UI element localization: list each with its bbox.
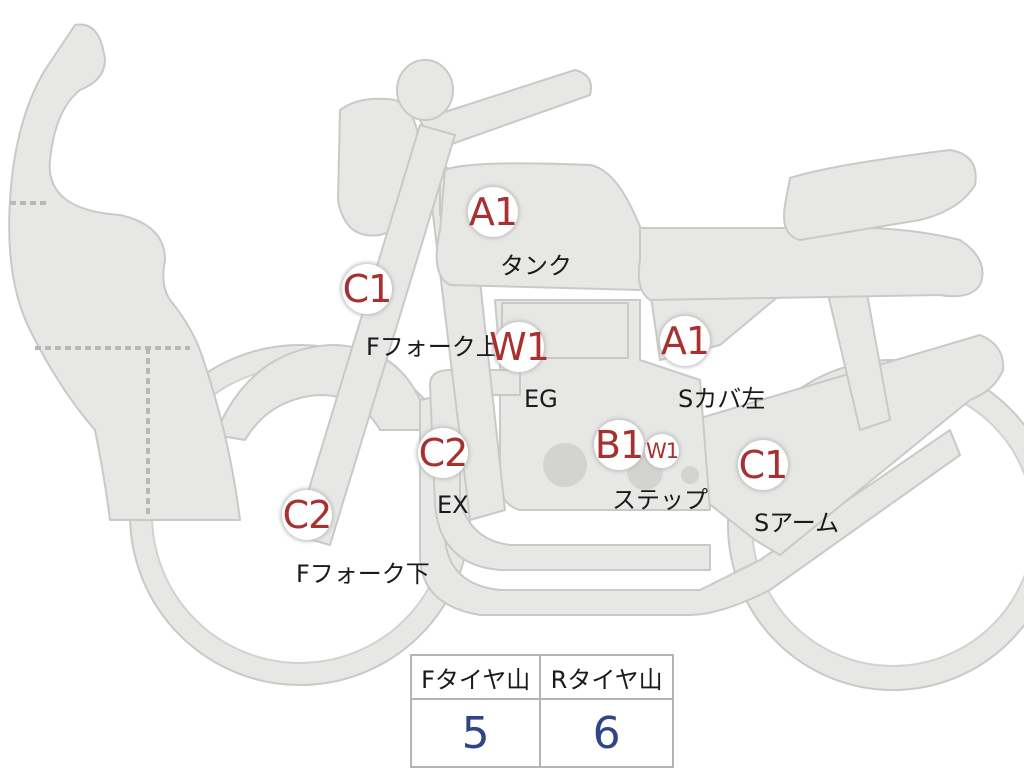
- marker-code: B1: [594, 423, 644, 467]
- part-label-exhaust: EX: [437, 491, 469, 519]
- table-header-row: Fタイヤ山 Rタイヤ山: [409, 654, 674, 700]
- front-tire-value: 5: [409, 698, 542, 768]
- part-label-swing-arm: Sアーム: [754, 509, 840, 537]
- marker-code: C2: [418, 431, 469, 475]
- marker-code: C1: [738, 443, 789, 487]
- marker-code: C2: [282, 493, 333, 537]
- damage-marker-step-secondary: W1: [645, 434, 679, 468]
- front-fork: [294, 124, 456, 546]
- mirror: [396, 59, 454, 121]
- front-tire-header: Fタイヤ山: [409, 654, 542, 700]
- rear-tire-value: 6: [539, 698, 674, 768]
- damage-marker-front-fork-lower: C2: [282, 490, 332, 540]
- marker-code: A1: [468, 190, 518, 234]
- part-label-tank: タンク: [500, 252, 572, 280]
- handlebar: [419, 69, 592, 151]
- marker-code: C1: [342, 267, 393, 311]
- marker-code: W1: [645, 439, 679, 463]
- part-label-engine: EG: [524, 385, 558, 413]
- damage-marker-exhaust: C2: [418, 428, 468, 478]
- part-label-step: ステップ: [612, 486, 708, 514]
- marker-code: W1: [489, 325, 550, 369]
- front-cowl: [8, 23, 241, 521]
- table-row: 5 6: [409, 698, 674, 768]
- marker-code: A1: [660, 319, 710, 363]
- damage-marker-front-fork-upper: C1: [342, 264, 392, 314]
- seat-base: [637, 226, 984, 301]
- damage-marker-step: B1: [594, 420, 644, 470]
- damage-marker-tank: A1: [468, 187, 518, 237]
- exhaust-pipe: [419, 394, 961, 616]
- part-label-side-cover-left: Sカバ左: [678, 385, 766, 413]
- seat: [783, 149, 977, 241]
- rear-tire-header: Rタイヤ山: [539, 654, 674, 700]
- damage-marker-engine: W1: [489, 322, 550, 372]
- damage-marker-swing-arm: C1: [738, 440, 788, 490]
- damage-marker-side-cover-left: A1: [660, 316, 710, 366]
- swing-arm: [659, 334, 1005, 556]
- part-label-front-fork-lower: Fフォーク下: [296, 560, 430, 588]
- part-label-front-fork-upper: Fフォーク上: [366, 333, 500, 361]
- tire-tread-table: Fタイヤ山 Rタイヤ山 5 6: [409, 654, 674, 768]
